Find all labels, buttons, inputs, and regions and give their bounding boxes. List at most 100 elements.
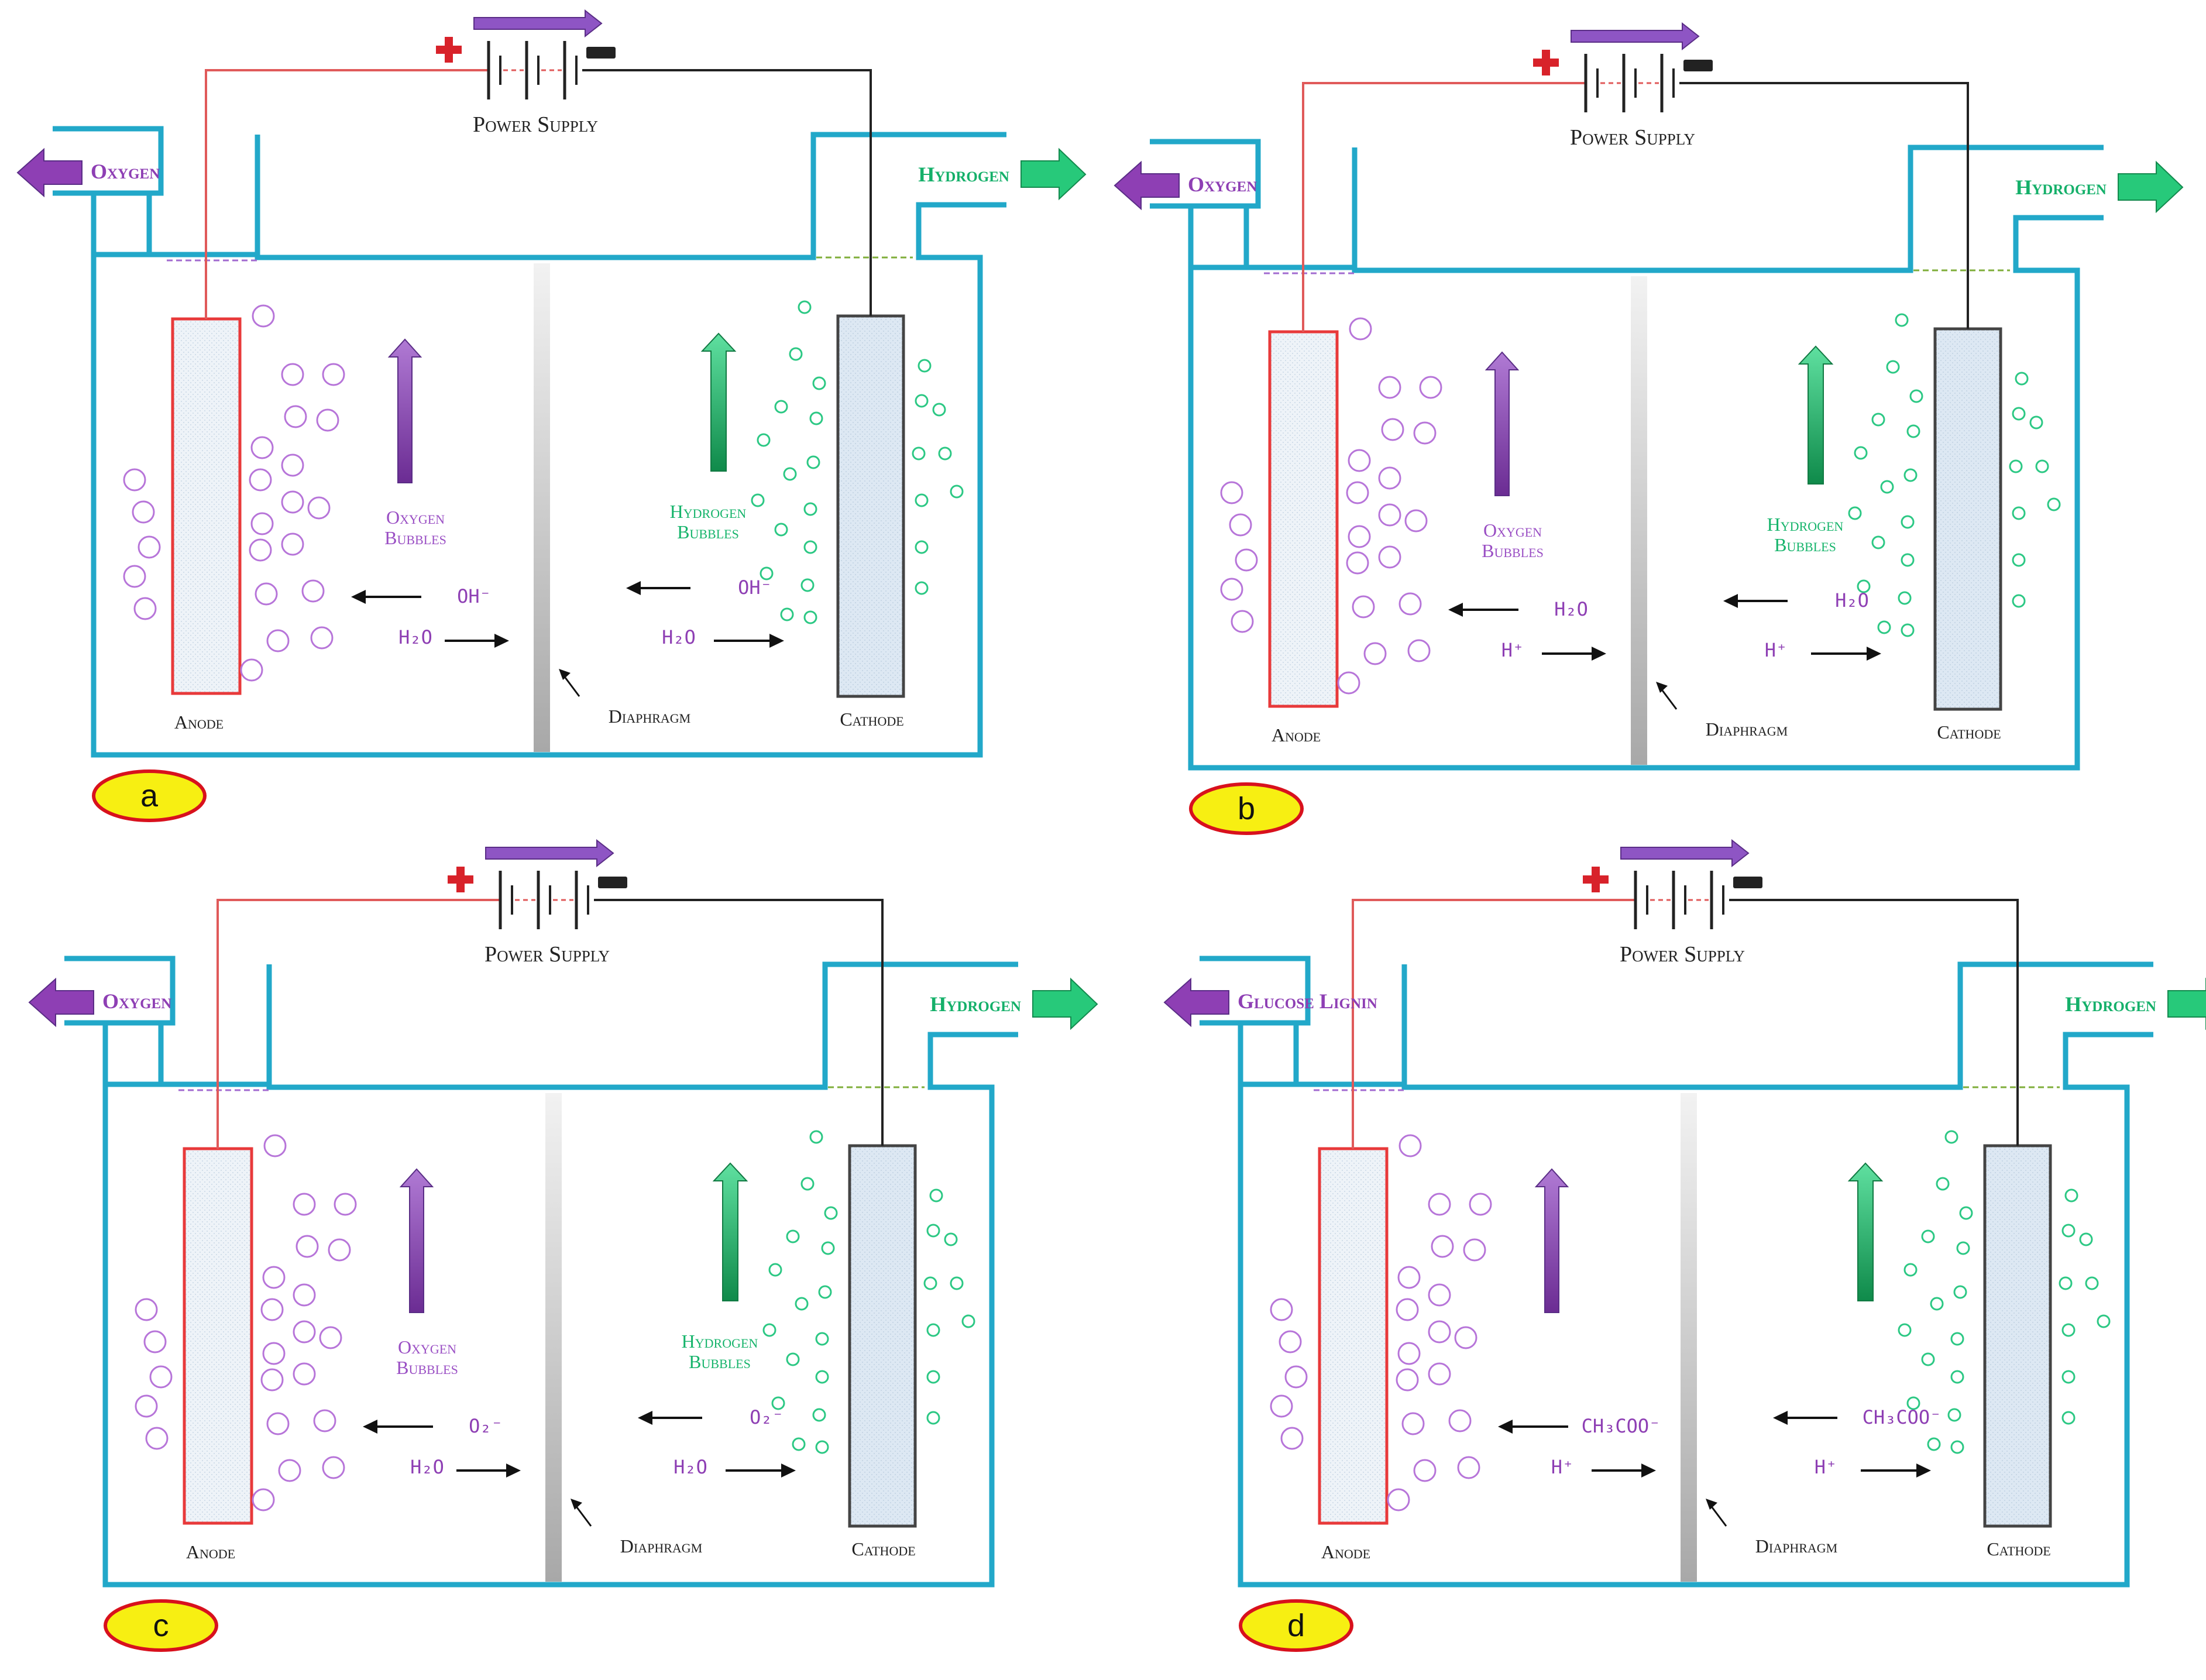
oxygen-bubble [1378, 545, 1401, 569]
oxygen-bubble [1419, 376, 1442, 399]
hydrogen-bubble [803, 502, 817, 516]
plus-bar [1592, 867, 1600, 892]
right-ion-2: H₂O [662, 626, 696, 648]
hydrogen-bubble [923, 1276, 937, 1290]
oxygen-bubble [262, 1266, 286, 1289]
hydrogen-outlet-label: Hydrogen [918, 163, 1009, 186]
hydrogen-bubbles-label: Hydrogen [682, 1331, 758, 1352]
oxygen-bubble [293, 1283, 316, 1307]
panel-label-badge [1239, 1599, 1353, 1652]
oxygen-bubble [145, 1427, 169, 1450]
hydrogen-bubble [815, 1440, 829, 1454]
oxygen-bubble [1229, 513, 1252, 537]
oxygen-bubble [1337, 671, 1360, 695]
hydrogen-bubble [932, 403, 946, 417]
oxygen-bubbles-label: Bubbles [1482, 540, 1544, 561]
hydrogen-bubble [1950, 1332, 1964, 1346]
oxygen-bubble [123, 468, 146, 492]
oxygen-bubble [1279, 1330, 1302, 1353]
panel-label-letter: c [153, 1608, 169, 1643]
tank-outline [53, 190, 152, 255]
oxygen-bubble [1396, 1368, 1419, 1392]
hydrogen-bubble [1956, 1241, 1970, 1255]
diaphragm-label: Diaphragm [1706, 719, 1788, 740]
oxygen-bubble [240, 658, 263, 682]
oxygen-bubble [1284, 1365, 1308, 1389]
tank-outline [1150, 203, 1249, 267]
hydrogen-bubble [1854, 446, 1868, 460]
diaphragm [1681, 1093, 1697, 1582]
tank-outline [1150, 139, 2104, 771]
hydrogen-rising-arrow-icon [1847, 1162, 1884, 1301]
panel-label-badge [104, 1599, 218, 1652]
hydrogen-bubble [821, 1241, 835, 1255]
oxygen-bubble [1428, 1320, 1451, 1344]
hydrogen-bubble [2061, 1411, 2076, 1425]
oxygen-bubble [263, 1134, 287, 1157]
oxygen-bubble [1346, 551, 1369, 575]
oxygen-bubble [334, 1193, 357, 1216]
hydrogen-bubble [1871, 413, 1885, 427]
ion-arrowhead [1867, 647, 1881, 661]
ion-arrowhead [494, 634, 509, 648]
oxygen-bubble [1220, 578, 1243, 601]
minus-icon [1733, 877, 1762, 888]
plus-icon [1583, 867, 1609, 892]
hydrogen-bubble [762, 1323, 776, 1337]
oxygen-bubble [1428, 1193, 1451, 1216]
right-ion-2: H₂O [674, 1456, 707, 1478]
diaphragm-pointer-head [571, 1499, 582, 1510]
tank-outline [1200, 1020, 1299, 1084]
ion-arrowhead [506, 1463, 521, 1478]
hydrogen-bubble [783, 467, 797, 481]
ion-arrowhead [781, 1463, 796, 1478]
hydrogen-bubble [915, 493, 929, 507]
oxygen-bubble [1413, 1459, 1437, 1482]
cathode-texture [839, 317, 902, 695]
hydrogen-bubble [800, 1177, 815, 1191]
oxygen-outlet-arrow-icon [16, 147, 83, 198]
hydrogen-bubble [926, 1224, 940, 1238]
hydrogen-bubble [1880, 480, 1894, 494]
positive-wire [1302, 82, 1574, 332]
oxygen-bubble [1396, 1298, 1419, 1321]
oxygen-bubble [322, 363, 345, 386]
oxygen-bubble [262, 1342, 286, 1365]
hydrogen-bubble [812, 1408, 826, 1422]
oxygen-rising-arrow-icon [399, 1168, 434, 1313]
hydrogen-bubble [803, 610, 817, 624]
right-ion-1: CH₃COO⁻ [1863, 1406, 1942, 1428]
ion-arrowhead [1641, 1463, 1656, 1478]
tank-outline [53, 126, 1006, 758]
oxygen-bubble [1428, 1362, 1451, 1386]
hydrogen-bubble [812, 376, 826, 390]
oxygen-bubble [1398, 592, 1422, 616]
hydrogen-outlet-label: Hydrogen [2065, 992, 2156, 1016]
ion-arrowhead [638, 1411, 652, 1425]
hydrogen-bubble [1895, 313, 1909, 327]
oxygen-bubble [266, 1412, 290, 1435]
oxygen-bubble [1469, 1193, 1492, 1216]
hydrogen-bubble [2047, 497, 2061, 511]
oxygen-bubble [1378, 376, 1401, 399]
panel-label-letter: d [1287, 1608, 1305, 1643]
oxygen-bubble [322, 1456, 345, 1479]
hydrogen-bubble [760, 566, 774, 580]
ion-arrowhead [769, 634, 784, 648]
right-ion-1: H₂O [1835, 589, 1869, 611]
oxygen-bubbles-label: Bubbles [396, 1357, 458, 1378]
diaphragm [1631, 276, 1647, 765]
hydrogen-bubble [1886, 360, 1900, 374]
ion-arrowhead [1773, 1411, 1788, 1425]
hydrogen-bubble [771, 1396, 785, 1410]
hydrogen-bubble [1871, 535, 1885, 549]
hydrogen-bubble [792, 1437, 806, 1451]
hydrogen-bubble [786, 1352, 800, 1366]
diaphragm-label: Diaphragm [1755, 1535, 1837, 1557]
oxygen-bubble [1413, 421, 1437, 445]
hydrogen-bubble [1898, 1323, 1912, 1337]
hydrogen-bubble [915, 540, 929, 554]
plus-icon [436, 37, 462, 63]
oxygen-bubble [301, 579, 325, 603]
oxygen-bubble [319, 1326, 342, 1349]
